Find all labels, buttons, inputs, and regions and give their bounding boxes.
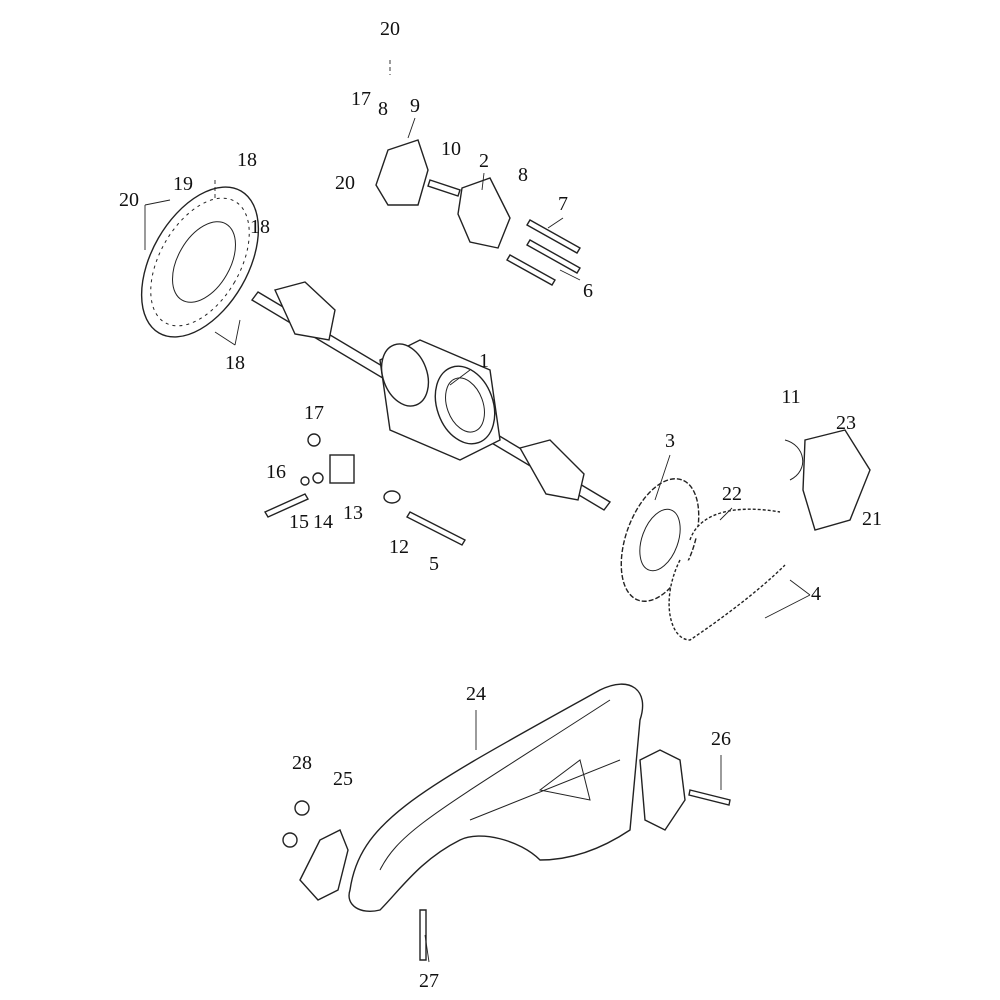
callout: 20: [119, 189, 139, 211]
caliper-bracket-2: [457, 177, 511, 249]
drive-chain: [668, 508, 786, 641]
callout: 5: [429, 553, 439, 575]
bracket-25: [299, 829, 349, 901]
callout: 7: [558, 193, 568, 215]
leader-lines: [144, 60, 811, 963]
callout: 18: [237, 149, 257, 171]
callout: 8: [518, 164, 528, 186]
callout: 21: [862, 508, 882, 530]
chain-guard-24: [348, 683, 644, 912]
callout: 2: [479, 150, 489, 172]
callout: 12: [389, 536, 409, 558]
callout: 28: [292, 752, 312, 774]
callout: 25: [333, 768, 353, 790]
clip-11: [784, 439, 804, 481]
callout: 14: [313, 511, 333, 533]
sprocket-guard-23: [802, 429, 871, 531]
callout: 22: [722, 483, 742, 505]
callout: 18: [250, 216, 270, 238]
callout: 20: [380, 18, 400, 40]
callout: 17: [304, 402, 324, 424]
callout: 17: [351, 88, 371, 110]
callout: 27: [419, 970, 439, 992]
brake-disc: [140, 186, 260, 338]
callout: 1: [479, 350, 489, 372]
callout: 6: [583, 280, 593, 302]
callout: 3: [665, 430, 675, 452]
callout-labels: 20 17 8 9 10 20 2 8 7 6 18 19 20 18 18 1…: [119, 18, 882, 992]
callout: 19: [173, 173, 193, 195]
callout: 20: [335, 172, 355, 194]
callout: 23: [836, 412, 856, 434]
callout: 13: [343, 502, 363, 524]
small-hardware: [263, 433, 466, 546]
callout: 10: [441, 138, 461, 160]
callout: 15: [289, 511, 309, 533]
bracket-26: [639, 749, 686, 831]
callout: 11: [781, 386, 800, 408]
callout: 24: [466, 683, 486, 705]
callout: 9: [410, 95, 420, 117]
callout: 18: [225, 352, 245, 374]
callout: 16: [266, 461, 286, 483]
bracket-9: [375, 139, 429, 206]
callout: 26: [711, 728, 731, 750]
callout: 4: [811, 583, 821, 605]
bolts-6-7: [427, 179, 581, 286]
fasteners: [282, 789, 731, 961]
callout: 8: [378, 98, 388, 120]
